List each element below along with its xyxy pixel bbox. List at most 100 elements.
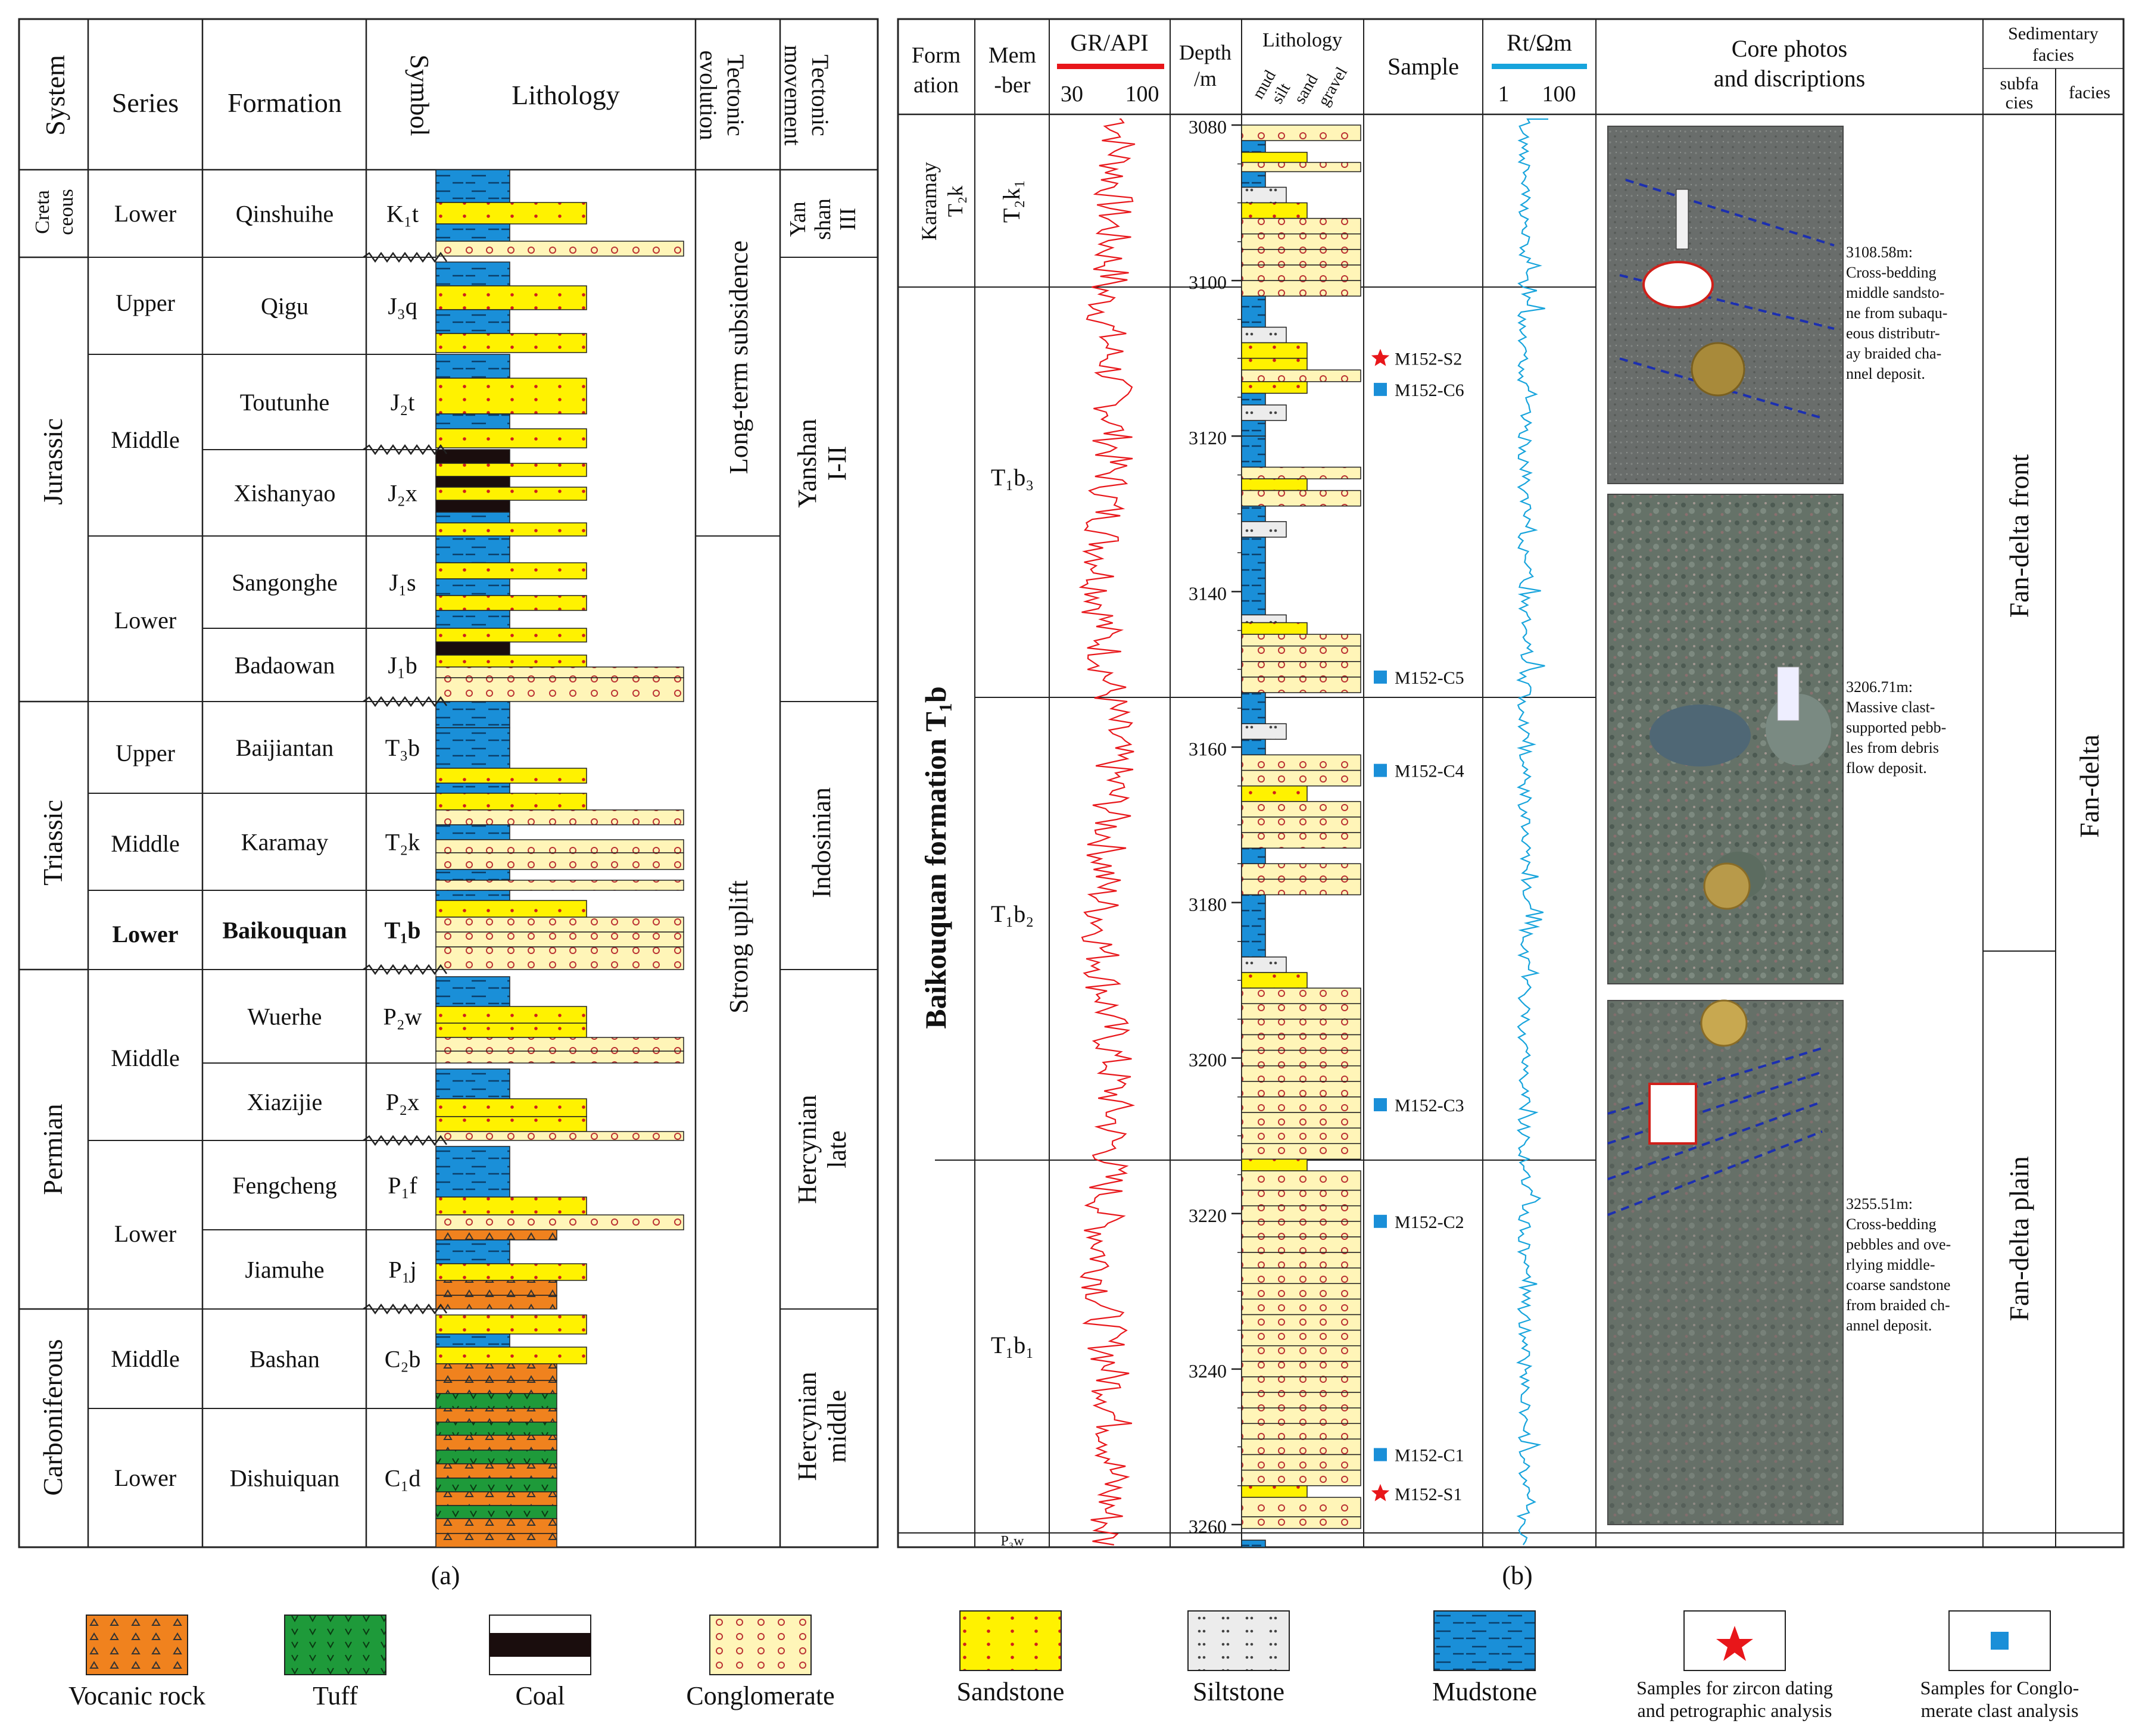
b-litho-bed <box>1241 956 1287 973</box>
a-series: Lower <box>114 200 176 227</box>
a-litho-bed <box>435 223 510 242</box>
a-litho-bed <box>435 809 684 825</box>
svg-text:Tuff: Tuff <box>313 1681 358 1710</box>
a-litho-bed <box>435 839 684 853</box>
a-litho-bed <box>435 169 510 203</box>
legend-conglomerate: Conglomerate <box>686 1615 835 1710</box>
b-litho-bed <box>1241 1112 1361 1129</box>
b-litho-bed <box>1241 1516 1361 1529</box>
b-litho-bed <box>1241 1469 1361 1486</box>
a-system-permian: Permian <box>38 1104 68 1195</box>
b-litho-bed <box>1241 863 1361 880</box>
b-litho-bed <box>1241 1376 1361 1393</box>
b-litho-bed <box>1241 894 1266 958</box>
b-litho-bed <box>1241 769 1361 787</box>
a-litho-bed <box>435 880 684 891</box>
svg-text:Coal: Coal <box>515 1681 565 1710</box>
a-movement-hercynian-late: Hercynianlate <box>793 1095 852 1204</box>
svg-text:Massive clast-supported pebb-l: Massive clast-supported pebb-les from de… <box>1846 699 1946 777</box>
b-member-t2k1: T₂k₁ <box>998 180 1025 223</box>
b-log-curves <box>1078 118 1548 1546</box>
a-litho-bed <box>435 1051 684 1064</box>
b-litho-bed <box>1241 1081 1361 1098</box>
core-description-2: 3206.71m: Massive clast-supported pebb-l… <box>1846 678 1946 777</box>
b-litho-bed <box>1241 466 1361 479</box>
zircon-sample-star <box>1371 348 1390 366</box>
a-evolution-subsidence: Long-term subsidence <box>724 241 753 474</box>
a-litho-bed <box>435 1131 684 1141</box>
clast-sample-square <box>1374 1214 1387 1228</box>
a-litho-bed <box>435 677 684 702</box>
legend-coal: Coal <box>489 1615 591 1710</box>
panel-a-grid-lines <box>19 256 878 1409</box>
b-litho-bed <box>1241 1158 1308 1171</box>
b-litho-bed <box>1241 1329 1361 1347</box>
a-series: Middle <box>111 1045 180 1071</box>
a-litho-bed <box>435 476 510 488</box>
panel-a-unconformities <box>363 251 448 1315</box>
a-litho-bed <box>435 562 587 579</box>
legend-tuff: Tuff <box>284 1615 386 1710</box>
unconformity-line <box>363 1303 448 1315</box>
a-litho-bed <box>435 1280 557 1296</box>
b-litho-bed <box>1241 692 1266 725</box>
a-litho-bed <box>435 727 510 769</box>
b-litho-bed <box>1241 738 1266 756</box>
b-header-member: Mem-ber <box>989 43 1036 98</box>
b-litho-bed <box>1241 521 1287 538</box>
a-series: Upper <box>116 289 175 316</box>
b-litho-bed <box>1241 1127 1361 1145</box>
sample-label: M152-C5 <box>1395 668 1464 688</box>
a-litho-bed <box>435 378 587 414</box>
a-formation-name: Jiamuhe <box>245 1257 324 1283</box>
gr-curve <box>1078 118 1136 1546</box>
b-litho-bed <box>1241 537 1266 616</box>
depth-tick-label: 3120 <box>1189 427 1227 448</box>
svg-text:Siltstone: Siltstone <box>1193 1677 1284 1706</box>
b-litho-bed <box>1241 634 1361 647</box>
depth-tick-label: 3240 <box>1189 1360 1227 1382</box>
a-litho-bed <box>435 1146 510 1198</box>
b-litho-bed <box>1241 490 1361 507</box>
legend: Vocanic rock Tuff Coal Conglomerate Sand… <box>68 1610 2079 1721</box>
a-litho-bed <box>435 1037 684 1052</box>
a-formation-symbol: J₁s <box>389 569 416 596</box>
a-formation-symbol: C₂b <box>385 1346 421 1373</box>
a-formation-name: Fengcheng <box>232 1172 337 1199</box>
a-litho-bed <box>435 1347 587 1364</box>
b-formation-baikouquan: Baikouquan formation T₁b <box>919 686 952 1028</box>
a-litho-bed <box>435 449 510 464</box>
a-series: Lower <box>114 1220 176 1247</box>
a-litho-bed <box>435 1006 587 1024</box>
clast-sample-square <box>1374 382 1387 396</box>
a-litho-bed <box>435 1463 557 1479</box>
b-litho-bed <box>1241 1407 1361 1425</box>
a-litho-bed <box>435 1491 557 1506</box>
a-litho-bed <box>435 917 684 933</box>
a-litho-bed <box>435 931 684 948</box>
b-litho-bed <box>1241 1189 1361 1207</box>
b-litho-bed <box>1241 124 1361 141</box>
b-gr-max: 100 <box>1125 82 1159 107</box>
legend-sandstone: Sandstone <box>957 1610 1064 1706</box>
a-formation-name: Wuerhe <box>248 1003 322 1030</box>
b-litho-bed <box>1241 1143 1361 1160</box>
a-litho-bed <box>435 1229 557 1241</box>
a-system-cretaceous: Cretaceous <box>32 189 77 235</box>
a-litho-bed <box>435 1408 557 1423</box>
b-litho-bed <box>1241 1049 1361 1067</box>
b-litho-bed <box>1241 1298 1361 1316</box>
b-rt-legend-bar <box>1492 64 1587 69</box>
a-litho-bed <box>435 1450 557 1464</box>
a-litho-bed <box>435 1518 557 1534</box>
b-litho-bed <box>1241 326 1287 344</box>
b-litho-bed <box>1241 369 1361 382</box>
a-formation-name: Badaowan <box>235 652 335 679</box>
b-litho-bed <box>1241 645 1361 662</box>
